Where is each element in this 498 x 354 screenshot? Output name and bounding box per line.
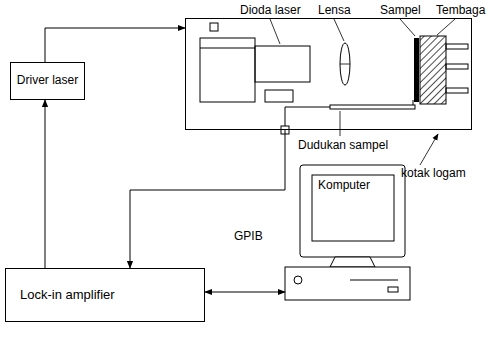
part-label: Tembaga [436, 4, 485, 18]
leader-line [334, 19, 344, 41]
monitor-body [300, 165, 405, 257]
support-rod [446, 88, 468, 93]
heat-block [265, 90, 293, 102]
support-rod [446, 44, 468, 49]
power-connector [210, 23, 218, 31]
signal-connector [45, 28, 185, 62]
drive-slot [350, 280, 398, 281]
signal-wire [285, 107, 330, 126]
part-label: Lensa [318, 4, 351, 18]
leader-line [270, 19, 280, 44]
part-label: Sampel [380, 4, 421, 18]
laser-diode [255, 46, 310, 82]
process-box: Driver laser [10, 62, 85, 100]
monitor-stand [330, 257, 375, 267]
leader-arrow [420, 134, 438, 165]
node-text: Driver laser [17, 74, 78, 88]
sample-plate [414, 38, 419, 102]
copper-block [420, 36, 446, 104]
metal-box: kotak logam [185, 18, 472, 130]
lens-symbol [340, 43, 350, 85]
node-text: Lock-in amplifier [20, 288, 115, 303]
edge-label: GPIB [233, 230, 264, 244]
mount-line [200, 48, 255, 49]
computer-case [285, 267, 410, 300]
leader-line [340, 111, 341, 136]
part-label: Dudukan sampel [298, 139, 388, 153]
computer-node: Komputer [285, 165, 410, 300]
monitor-screen [312, 175, 394, 241]
node-text: Komputer [318, 179, 370, 193]
support-rod [446, 64, 468, 69]
lens-axis [340, 64, 350, 65]
signal-connector [130, 130, 285, 268]
leader-line [400, 19, 415, 36]
leader-line [437, 19, 455, 35]
holder-clip [413, 100, 414, 105]
signal-connector [205, 292, 285, 293]
process-box: Lock-in amplifier [5, 268, 205, 322]
part-label: Dioda laser [240, 4, 301, 18]
laser-mount [200, 38, 255, 102]
sample-holder [330, 105, 415, 109]
node-text: kotak logam [401, 167, 466, 181]
signal-connector [45, 100, 46, 268]
drive-slot [388, 287, 398, 292]
power-button [294, 276, 302, 284]
